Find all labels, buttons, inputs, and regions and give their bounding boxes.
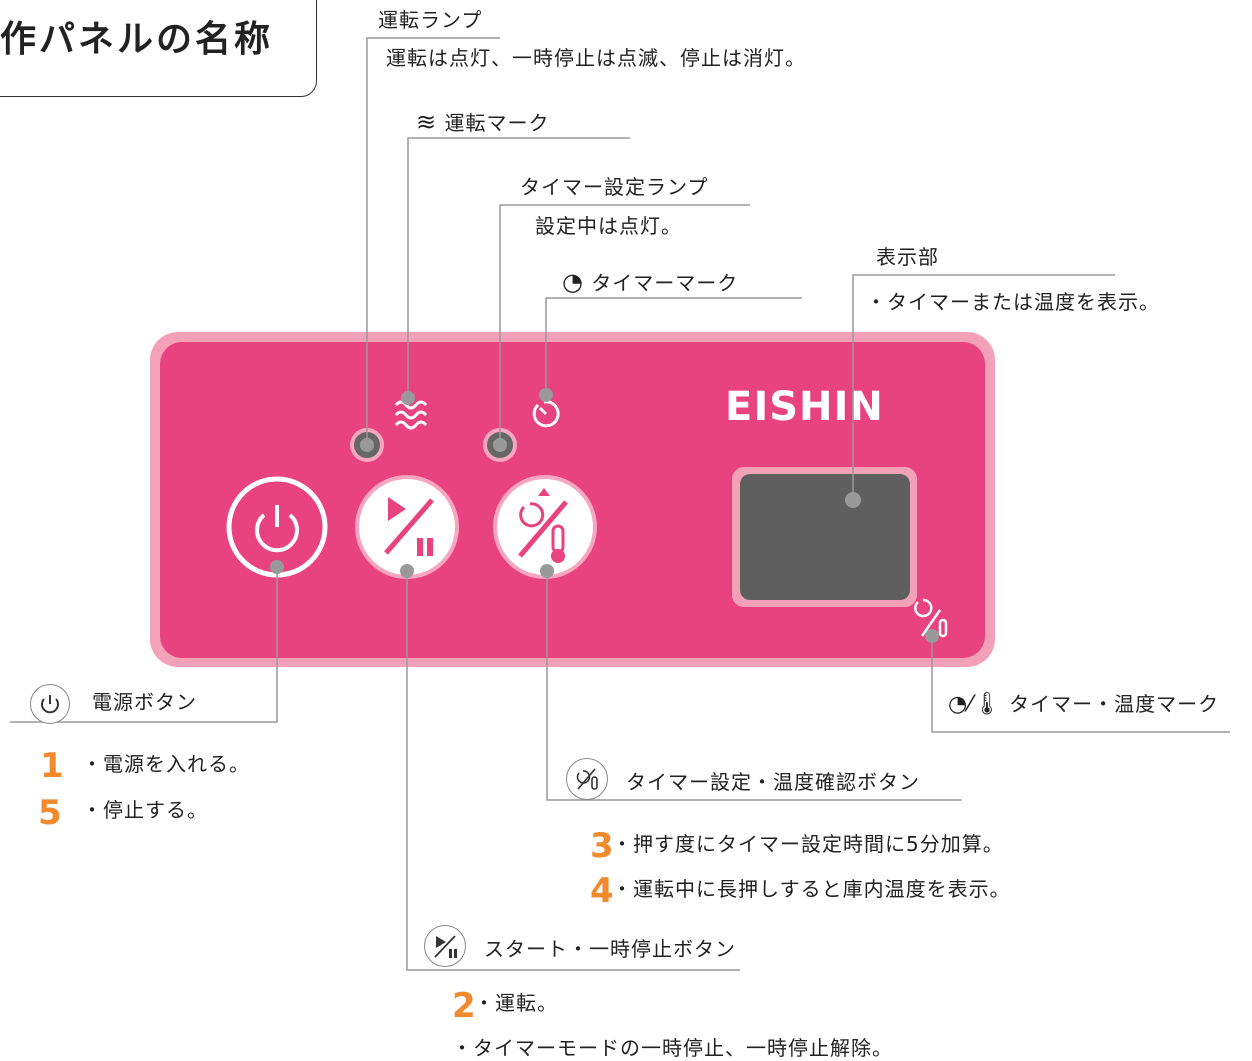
run-lamp-desc: 運転は点灯、一時停止は点滅、停止は消灯。 — [386, 46, 806, 70]
power-step-1: ・電源を入れる。 — [82, 752, 250, 776]
run-lamp-label: 運転ランプ — [378, 8, 483, 32]
power-icon — [255, 513, 299, 553]
step-number-4: 4 — [590, 871, 614, 911]
start-step-2: ・運転。 — [474, 991, 558, 1015]
start-step-2b: ・タイマーモードの一時停止、一時停止解除。 — [452, 1036, 893, 1060]
timer-temp-button[interactable] — [493, 475, 597, 579]
run-mark-icon — [394, 400, 428, 430]
timer-temp-mark-label: ◔⁄🌡 タイマー・温度マーク — [948, 692, 1220, 717]
timer-mark-label: ◔ タイマーマーク — [562, 268, 739, 296]
play-icon — [388, 497, 406, 521]
power-icon-badge — [30, 684, 70, 724]
timer-temp-icon — [576, 768, 598, 790]
display-screen — [740, 474, 910, 600]
start-pause-button[interactable] — [355, 475, 459, 579]
timer-icon — [519, 502, 545, 528]
timer-temp-button-label: タイマー設定・温度確認ボタン — [626, 770, 920, 794]
timer-mark-icon-small: ◔ — [562, 268, 584, 296]
display-label: 表示部 — [876, 245, 939, 269]
start-pause-icon — [434, 935, 457, 958]
page-title: 作パネルの名称 — [0, 19, 274, 60]
start-pause-button-label: スタート・一時停止ボタン — [484, 937, 736, 961]
timer-step-3: ・押す度にタイマー設定時間に5分加算。 — [612, 832, 1004, 856]
timer-temp-mark-icon — [914, 598, 948, 638]
timer-lamp-label: タイマー設定ランプ — [520, 175, 709, 199]
timer-mark-icon — [532, 400, 560, 428]
title-box — [0, 0, 317, 97]
step-number-1: 1 — [40, 746, 64, 786]
pause-icon — [417, 538, 423, 556]
run-mark-label: ≋ 運転マーク — [416, 108, 550, 136]
step-number-2: 2 — [452, 986, 476, 1026]
leader-dots — [270, 388, 939, 643]
step-number-3: 3 — [590, 826, 614, 866]
power-icon — [41, 695, 59, 714]
timer-temp-mark-icon-small: ◔⁄🌡 — [948, 692, 1002, 717]
timer-lamp-desc: 設定中は点灯。 — [535, 214, 682, 238]
power-step-5: ・停止する。 — [82, 798, 208, 822]
power-button-label: 電源ボタン — [92, 690, 197, 714]
timer-step-4: ・運転中に長押しすると庫内温度を表示。 — [612, 877, 1011, 901]
display-desc: ・タイマーまたは温度を表示。 — [866, 290, 1160, 314]
start-pause-icon-badge — [424, 925, 466, 967]
step-number-5: 5 — [38, 793, 62, 833]
brand-logo: EISHIN — [725, 384, 884, 430]
leader-lines — [10, 37, 1230, 971]
timer-temp-icon-badge — [566, 758, 608, 800]
run-mark-icon-small: ≋ — [416, 108, 438, 136]
